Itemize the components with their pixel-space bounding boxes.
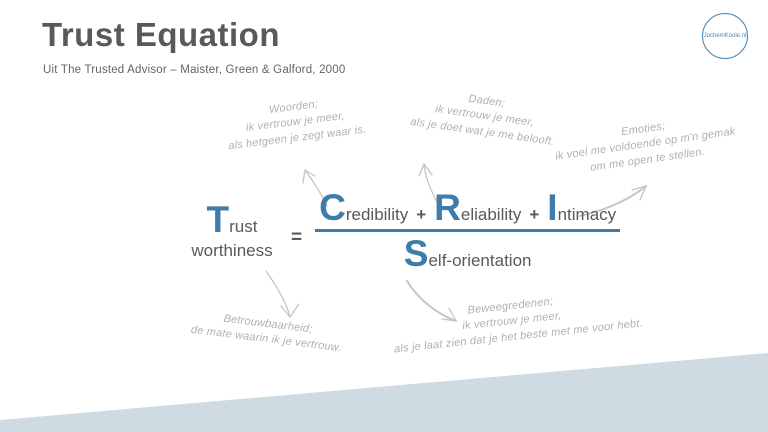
reliability-rest: eliability [460,205,522,224]
credibility-rest: redibility [345,205,409,224]
equation-denominator: Self-orientation [404,235,532,272]
annotation-beweegredenen: Beweegredenen; ik vertrouw je meer, als … [390,287,644,358]
reliability-term: Reliability [434,189,521,226]
trust-line: Trust [186,201,278,238]
self-orientation-rest: elf-orientation [428,251,532,270]
jochemkoole-logo: JochemKoole.nl [702,13,748,59]
logo-text: JochemKoole.nl [703,33,747,39]
self-orientation-initial: S [403,233,429,274]
arrow-worthiness-to-betrouwbaarheid [265,270,300,318]
annotation-betrouwbaarheid: Betrouwbaarheid; de mate waarin ik je ve… [171,306,363,360]
intimacy-term: Intimacy [547,189,616,226]
intimacy-rest: ntimacy [557,205,617,224]
page-title: Trust Equation [42,16,280,53]
intimacy-initial: I [547,187,558,228]
equals-sign: = [291,226,303,248]
equation-numerator: Credibility + Reliability + Intimacy [315,189,620,229]
trustworthiness-term: Trust worthiness [186,201,278,261]
reliability-initial: R [434,187,461,228]
plus-sign-1: + [416,205,427,224]
source-subtitle: Uit The Trusted Advisor – Maister, Green… [43,64,346,76]
trust-rest: rust [229,216,258,236]
trust-equation: Trust worthiness = Credibility + Reliabi… [186,189,621,272]
plus-sign-2: + [529,205,540,224]
fraction-line [315,229,621,232]
worthiness-label: worthiness [191,240,273,260]
equation-fraction: Credibility + Reliability + Intimacy Sel… [315,189,621,272]
credibility-term: Credibility [319,189,408,226]
self-orientation-term: Self-orientation [404,235,532,272]
trust-initial: T [206,198,230,240]
annotation-woorden: Woorden; ik vertrouw je meer, als hetgee… [206,90,385,157]
credibility-initial: C [319,187,346,228]
